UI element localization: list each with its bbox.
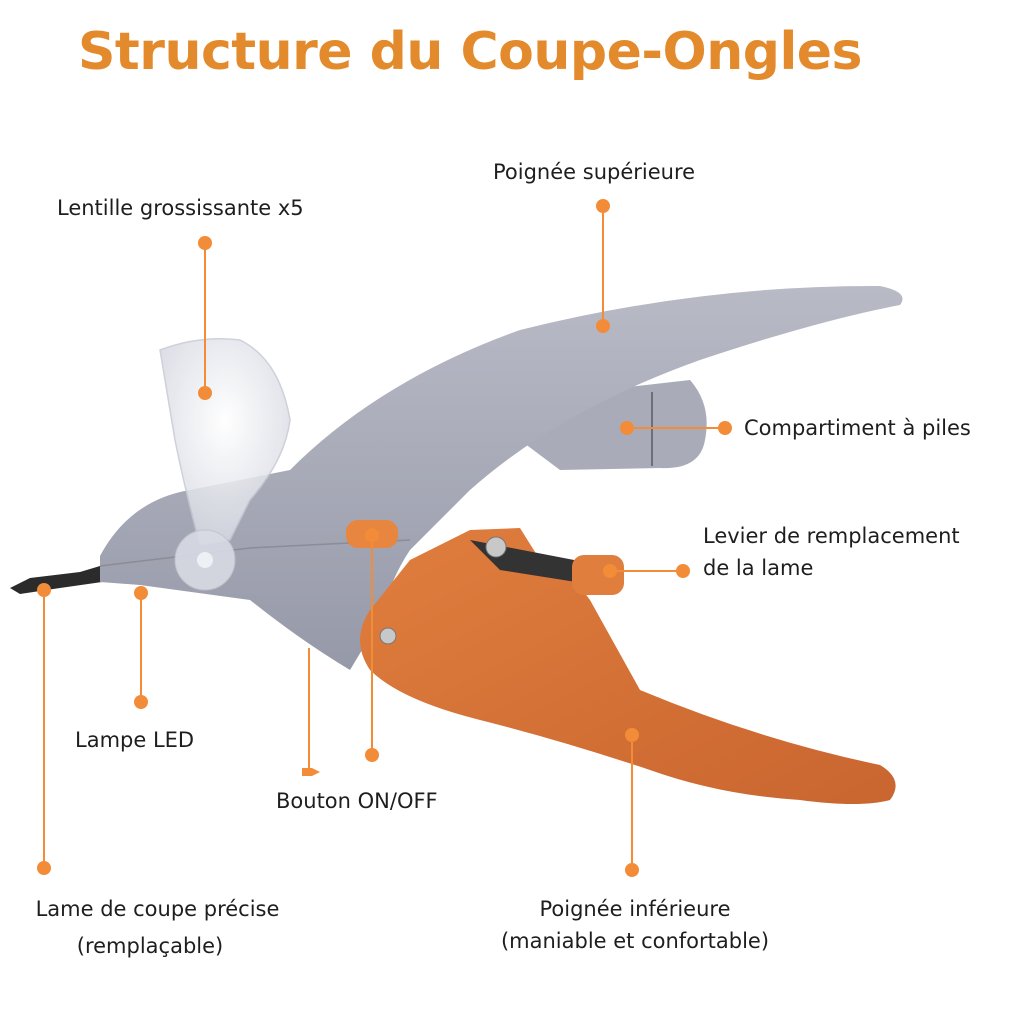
label-on-off-button: Bouton ON/OFF [276,789,438,813]
label-blade-line2: (remplaçable) [76,934,224,958]
callouts [37,199,732,877]
magnifying-lens [159,338,291,591]
label-lever-line2: de la lame [703,556,814,580]
blade [10,566,102,594]
label-led-lamp: Lampe LED [75,728,195,752]
label-upper-handle: Poignée supérieure [493,160,696,184]
label-blade-line1: Lame de coupe précise [35,897,280,921]
label-lens: Lentille grossissante x5 [57,196,304,220]
label-battery-compartment: Compartiment à piles [744,416,971,440]
label-lever-line1: Levier de remplacement [703,524,960,548]
page-title: Structure du Coupe-Ongles [77,22,863,82]
label-lower-handle-line1: Poignée inférieure [539,897,731,921]
lower-handle [360,528,896,804]
label-lower-handle-line2: (maniable et confortable) [500,929,770,953]
